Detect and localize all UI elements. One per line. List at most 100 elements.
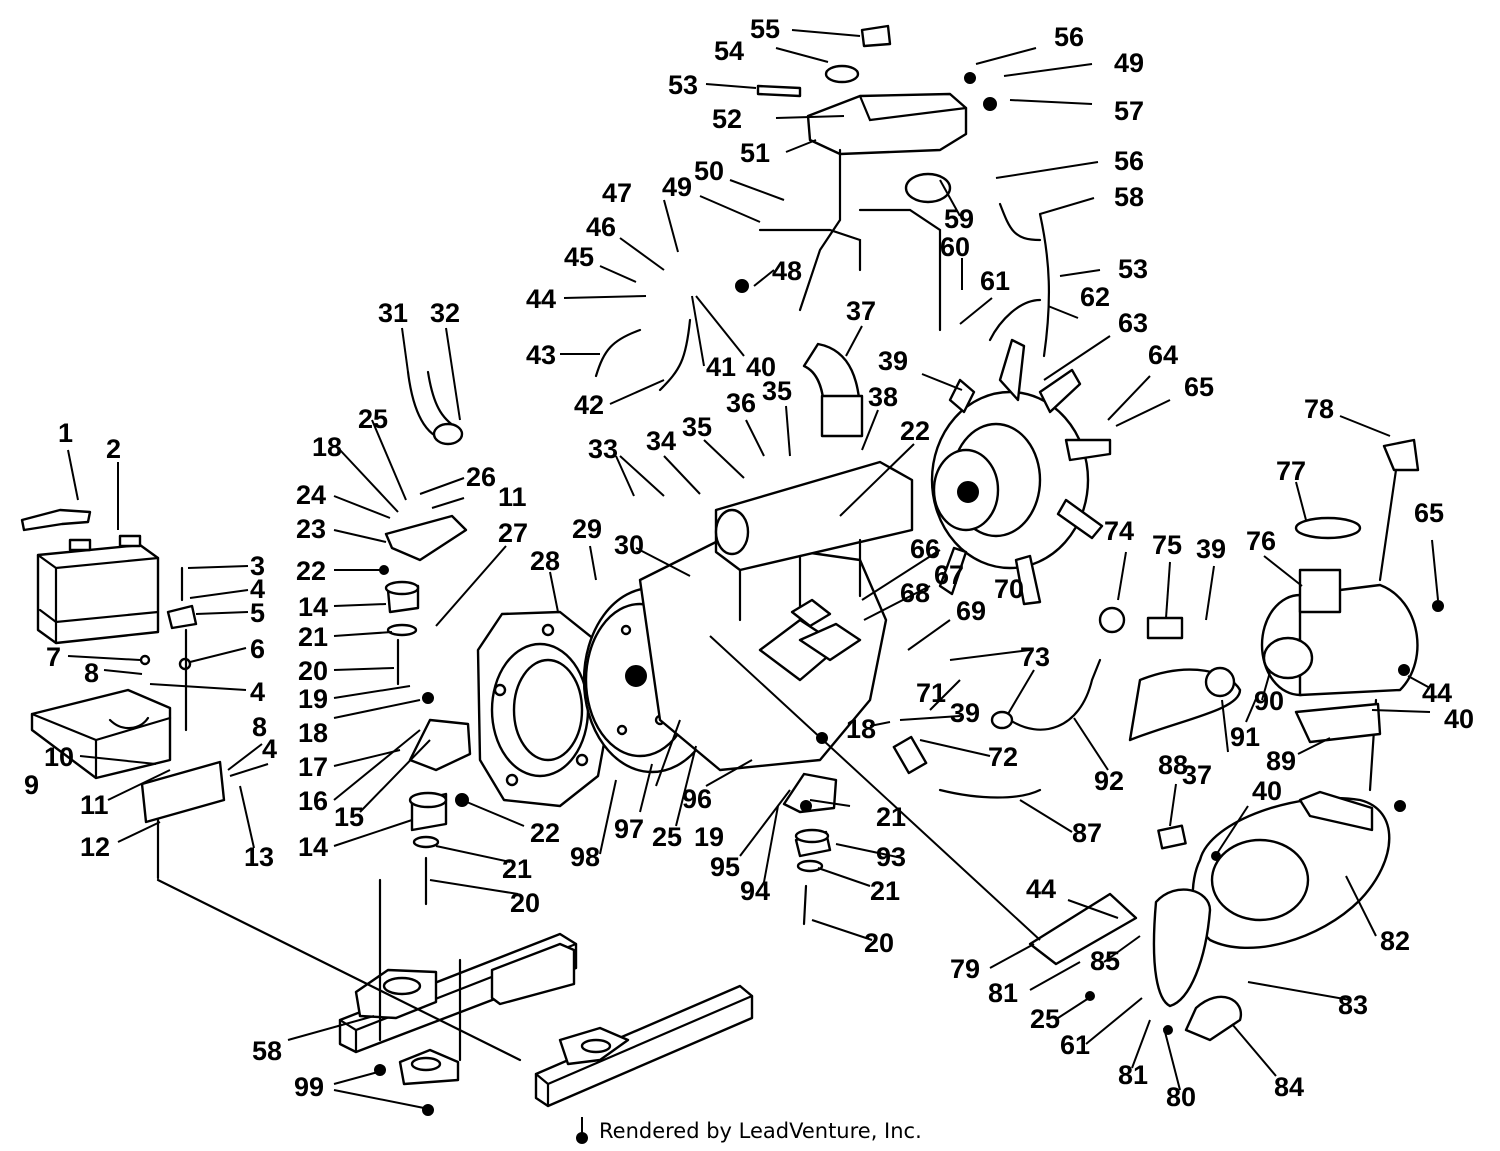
muffler [1028,702,1391,1042]
callout-28: 28 [530,546,560,576]
callout-8: 8 [252,712,267,742]
callout-18: 18 [312,432,342,462]
callout-16: 16 [298,786,328,816]
callout-55: 55 [750,14,780,44]
callout-labels: 1 2 3 4 5 6 7 4 8 9 10 11 12 13 8 4 14 2… [24,14,1474,1112]
callout-35: 35 [762,376,792,406]
frame-rails [156,878,754,1108]
callout-8: 8 [84,658,99,688]
callout-25: 25 [358,404,388,434]
callout-56: 56 [1054,22,1084,52]
callout-72: 72 [988,742,1018,772]
callout-53: 53 [1118,254,1148,284]
fan-assembly [930,338,1112,606]
callout-97: 97 [614,814,644,844]
callout-85: 85 [1090,946,1120,976]
callout-41: 41 [706,352,736,382]
callout-84: 84 [1274,1072,1304,1102]
callout-12: 12 [80,832,110,862]
callout-22: 22 [900,416,930,446]
leader-lines [67,29,1439,1109]
callout-61: 61 [980,266,1010,296]
callout-3: 3 [250,551,265,581]
callout-93: 93 [876,842,906,872]
callout-20: 20 [864,928,894,958]
air-cleaner [1260,438,1420,792]
callout-78: 78 [1304,394,1334,424]
callout-54: 54 [714,36,744,66]
callout-4: 4 [250,677,265,707]
callout-92: 92 [1094,766,1124,796]
callout-43: 43 [526,340,556,370]
callout-81: 81 [1118,1060,1148,1090]
callout-76: 76 [1246,526,1276,556]
battery-tray [30,688,172,780]
callout-60: 60 [940,232,970,262]
callout-21: 21 [298,622,328,652]
engine-block [638,460,914,772]
callout-21: 21 [870,876,900,906]
callout-14: 14 [298,832,328,862]
callout-58: 58 [252,1036,282,1066]
callout-31: 31 [378,298,408,328]
callout-95: 95 [710,852,740,882]
callout-15: 15 [334,802,364,832]
callout-52: 52 [712,104,742,134]
callout-58: 58 [1114,182,1144,212]
callout-25: 25 [1030,1004,1060,1034]
callout-7: 7 [46,642,61,672]
callout-61: 61 [1060,1030,1090,1060]
callout-24: 24 [296,480,326,510]
callout-29: 29 [572,514,602,544]
callout-38: 38 [868,382,898,412]
battery-hardware [139,566,198,732]
callout-1: 1 [58,418,73,448]
callout-74: 74 [1104,516,1134,546]
engine-mounts [384,580,832,926]
pin-icon [575,1117,589,1145]
callout-70: 70 [994,574,1024,604]
callout-40: 40 [746,352,776,382]
callout-30: 30 [614,530,644,560]
callout-33: 33 [588,434,618,464]
callout-83: 83 [1338,990,1368,1020]
callout-23: 23 [296,514,326,544]
callout-53: 53 [668,70,698,100]
callout-18: 18 [846,714,876,744]
callout-94: 94 [740,876,770,906]
callout-98: 98 [570,842,600,872]
callout-77: 77 [1276,456,1306,486]
callout-13: 13 [244,842,274,872]
callout-26: 26 [466,462,496,492]
callout-89: 89 [1266,746,1296,776]
footer: Rendered by LeadVenture, Inc. [575,1116,922,1146]
callout-66: 66 [910,534,940,564]
callout-2: 2 [106,434,121,464]
callout-5: 5 [250,598,265,628]
callout-39: 39 [950,698,980,728]
callout-44: 44 [1422,678,1452,708]
battery-bracket [140,760,226,880]
callout-40: 40 [1252,776,1282,806]
callout-34: 34 [646,426,676,456]
callout-50: 50 [694,156,724,186]
callout-80: 80 [1166,1082,1196,1112]
callout-19: 19 [694,822,724,852]
callout-99: 99 [294,1072,324,1102]
callout-57: 57 [1114,96,1144,126]
callout-49: 49 [662,172,692,202]
callout-22: 22 [296,556,326,586]
callout-65: 65 [1184,372,1214,402]
callout-46: 46 [586,212,616,242]
callout-56: 56 [1114,146,1144,176]
callout-17: 17 [298,752,328,782]
callout-48: 48 [772,256,802,286]
callout-42: 42 [574,390,604,420]
callout-39: 39 [1196,534,1226,564]
callout-44: 44 [526,284,556,314]
callout-51: 51 [740,138,770,168]
callout-40: 40 [1444,704,1474,734]
callout-64: 64 [1148,340,1178,370]
callout-59: 59 [944,204,974,234]
